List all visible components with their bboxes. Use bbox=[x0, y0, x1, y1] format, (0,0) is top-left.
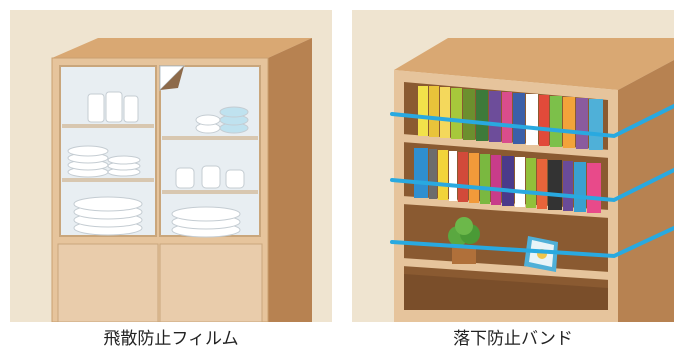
plates-stack-icon bbox=[67, 145, 141, 178]
books-row-2-icon bbox=[414, 148, 601, 213]
shelf-side bbox=[618, 60, 674, 322]
bowls-icon bbox=[195, 106, 249, 134]
shelf-board-1 bbox=[402, 134, 610, 158]
caption-fall-prevention-band: 落下防止バンド bbox=[453, 329, 573, 349]
lower-compartment bbox=[404, 274, 608, 310]
potted-plant-icon bbox=[448, 217, 480, 264]
bookshelf-icon bbox=[390, 38, 674, 322]
band-bottom bbox=[390, 226, 674, 259]
fall-prevention-band-illustration bbox=[352, 10, 674, 322]
caption-scatter-prevention-film: 飛散防止フィルム bbox=[103, 329, 239, 349]
teacups-icon bbox=[175, 165, 245, 189]
left-shelf-2 bbox=[62, 178, 154, 182]
glass-cabinet-icon bbox=[51, 38, 312, 322]
film-corner-shadow bbox=[160, 66, 184, 90]
cabinet-side bbox=[268, 38, 312, 322]
right-shelf-1 bbox=[162, 136, 258, 140]
fall-prevention-bands bbox=[390, 104, 674, 259]
left-shelf-1 bbox=[62, 124, 154, 128]
right-lower-door bbox=[159, 243, 263, 322]
cabinet-top bbox=[52, 38, 312, 58]
shelf-board-2 bbox=[402, 196, 610, 218]
right-shelf-2 bbox=[162, 190, 258, 194]
band-top bbox=[390, 104, 674, 139]
large-plates-icon bbox=[73, 196, 143, 236]
left-lower-door bbox=[57, 243, 159, 322]
books-row-1-icon bbox=[418, 86, 603, 150]
band-middle bbox=[390, 168, 674, 203]
shelf-top bbox=[394, 38, 674, 90]
large-plates-right-icon bbox=[171, 206, 241, 238]
scatter-prevention-film-illustration bbox=[10, 10, 332, 322]
cups-icon bbox=[87, 91, 139, 123]
